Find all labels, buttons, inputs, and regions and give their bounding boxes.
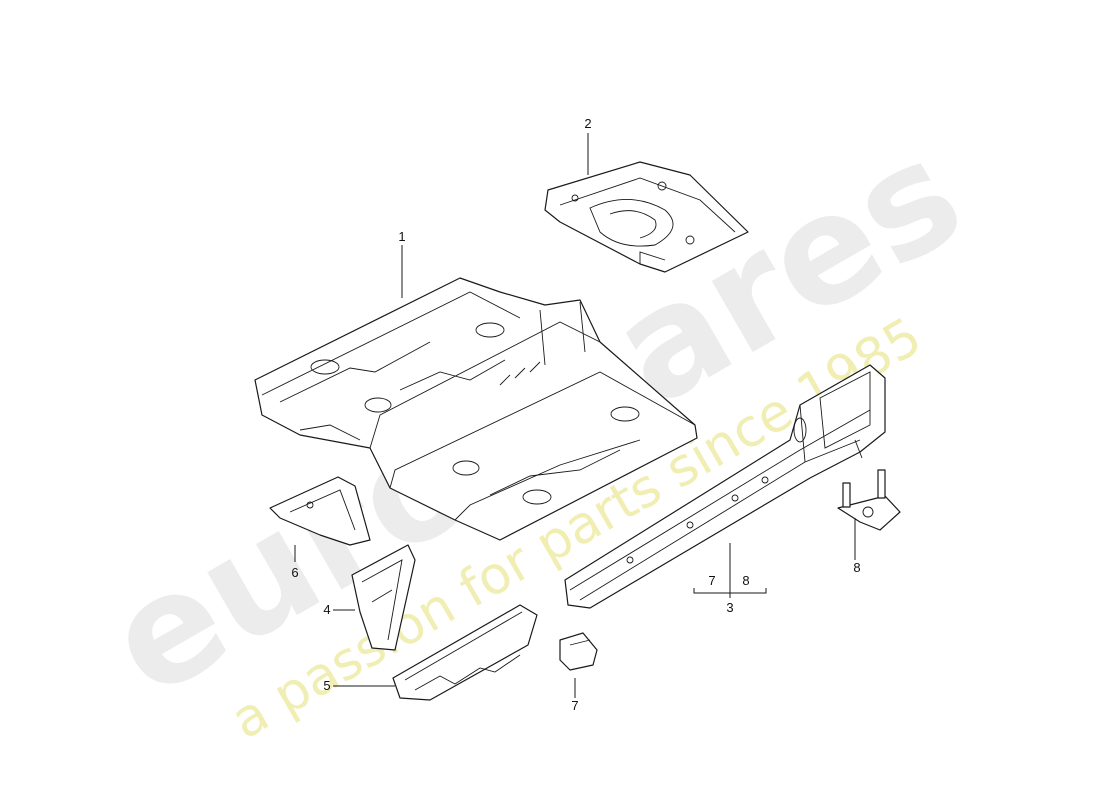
- part-5-cross-member: [392, 604, 538, 701]
- part-7-small-bracket: [559, 632, 598, 671]
- part-1-floor-pan: [254, 277, 698, 541]
- callouts: 1 2 3 4 5 6 7 8 7 8: [291, 116, 860, 713]
- callout-4: 4: [323, 602, 330, 617]
- callout-2: 2: [584, 116, 591, 131]
- leader-lines: [294, 133, 856, 698]
- callout-7: 7: [571, 698, 578, 713]
- callout-3: 3: [726, 600, 733, 615]
- part-3-side-sill: [564, 364, 886, 609]
- part-8-mount-bracket: [837, 469, 901, 531]
- callout-6: 6: [291, 565, 298, 580]
- part-4-bracket: [351, 544, 416, 651]
- callout-1: 1: [398, 229, 405, 244]
- part-2-rear-floor: [544, 161, 749, 273]
- part-6-reinforcement: [269, 476, 371, 546]
- callout-5: 5: [323, 678, 330, 693]
- callout-8: 8: [853, 560, 860, 575]
- callout-group-8: 8: [742, 573, 749, 588]
- callout-group-7: 7: [708, 573, 715, 588]
